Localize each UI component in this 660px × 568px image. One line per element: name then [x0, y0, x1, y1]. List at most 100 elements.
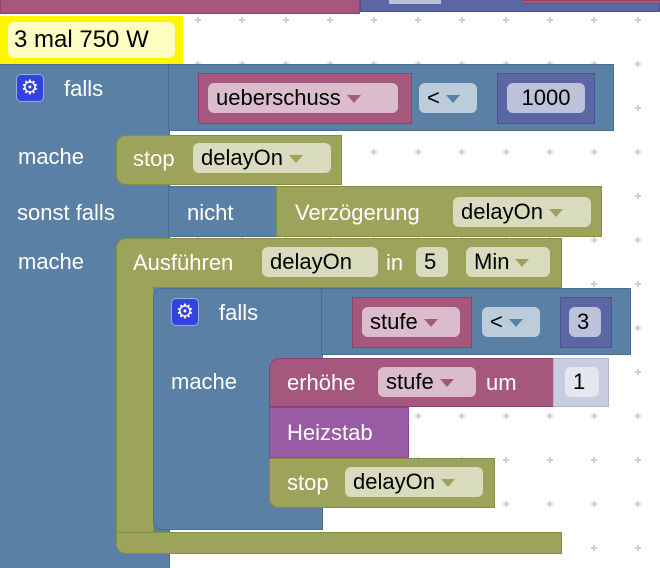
grid-dot [635, 17, 641, 23]
inner-mache-label: mache [171, 369, 238, 394]
grid-dot [371, 17, 377, 23]
grid-dot [503, 17, 509, 23]
chevron-down-icon [508, 319, 523, 328]
chevron-down-icon [515, 259, 530, 268]
grid-dot [591, 149, 597, 155]
grid-dot [239, 17, 245, 23]
in-label: in [386, 250, 404, 275]
grid-dot [635, 281, 641, 287]
nicht-label: nicht [187, 200, 234, 225]
inner-stop-timer-dropdown[interactable]: delayOn [345, 467, 483, 497]
grid-dot [459, 413, 465, 419]
partial-field-top [389, 0, 441, 4]
grid-dot [547, 149, 553, 155]
gear-icon[interactable]: ⚙ [171, 298, 199, 326]
comment-text[interactable]: 3 mal 750 W [8, 22, 175, 58]
amount-field[interactable]: 5 [416, 247, 448, 277]
grid-dot [635, 193, 641, 199]
grid-dot [547, 457, 553, 463]
grid-dot [635, 545, 641, 551]
timer-dropdown[interactable]: delayOn [193, 143, 331, 173]
grid-dot [635, 457, 641, 463]
partial-var-top [522, 0, 660, 4]
grid-dot [547, 501, 553, 507]
by-label: um [486, 370, 517, 395]
variable-dropdown-stufe[interactable]: stufe [362, 307, 460, 337]
grid-dot [459, 149, 465, 155]
grid-dot [371, 149, 377, 155]
stop-label: stop [133, 146, 175, 171]
grid-dot [635, 413, 641, 419]
operator-dropdown[interactable]: < [419, 83, 477, 113]
unit-dropdown[interactable]: Min [466, 247, 550, 277]
sonst-falls-label: sonst falls [17, 200, 115, 225]
variable-name: stufe [370, 309, 418, 334]
heizstab-label: Heizstab [287, 420, 373, 445]
grid-dot [635, 105, 641, 111]
execute-label: Ausführen [133, 250, 234, 275]
execute-block-footer [116, 532, 562, 554]
inner-stop-label: stop [287, 470, 329, 495]
mache-label: mache [18, 144, 85, 169]
grid-dot [415, 413, 421, 419]
grid-dot [591, 413, 597, 419]
grid-dot [591, 545, 597, 551]
variable-name: ueberschuss [216, 85, 341, 110]
grid-dot [415, 149, 421, 155]
number-field-1000[interactable]: 1000 [507, 83, 585, 113]
timer-name: delayOn [461, 199, 543, 224]
partial-block-top-left[interactable] [0, 0, 360, 14]
delay-label: Verzögerung [295, 200, 420, 225]
delay-timer-dropdown[interactable]: delayOn [453, 197, 591, 227]
grid-dot [547, 413, 553, 419]
chevron-down-icon [423, 319, 438, 328]
grid-dot [503, 501, 509, 507]
grid-dot [591, 281, 597, 287]
grid-dot [459, 17, 465, 23]
operator-symbol: < [427, 85, 440, 110]
number-field-1[interactable]: 1 [565, 367, 599, 397]
increment-label: erhöhe [287, 370, 356, 395]
grid-dot [591, 501, 597, 507]
grid-dot [547, 17, 553, 23]
falls-label: falls [64, 76, 104, 101]
inner-falls-label: falls [219, 300, 259, 325]
grid-dot [327, 17, 333, 23]
grid-dot [635, 149, 641, 155]
chevron-down-icon [288, 155, 303, 164]
inner-operator-dropdown[interactable]: < [482, 307, 540, 337]
not-block[interactable] [168, 186, 278, 237]
grid-dot [503, 149, 509, 155]
execute-block-spine [116, 286, 154, 534]
comment-bubble[interactable]: 3 mal 750 W [0, 16, 183, 66]
procedure-call-heizstab[interactable] [269, 407, 409, 458]
chevron-down-icon [445, 95, 460, 104]
variable-name: stufe [386, 369, 434, 394]
grid-dot [195, 17, 201, 23]
number-field-3[interactable]: 3 [569, 307, 601, 337]
chevron-down-icon [440, 479, 455, 488]
mache-label-2: mache [18, 249, 85, 274]
grid-dot [283, 17, 289, 23]
chevron-down-icon [439, 379, 454, 388]
grid-dot [503, 457, 509, 463]
timer-name: delayOn [353, 469, 435, 494]
operator-symbol: < [490, 309, 503, 334]
grid-dot [503, 413, 509, 419]
grid-dot [635, 61, 641, 67]
grid-dot [635, 369, 641, 375]
unit-name: Min [474, 249, 510, 274]
grid-dot [591, 457, 597, 463]
grid-dot [635, 237, 641, 243]
grid-dot [591, 237, 597, 243]
number-block-3[interactable] [560, 297, 612, 348]
chevron-down-icon [548, 209, 563, 218]
variable-dropdown-ueberschuss[interactable]: ueberschuss [208, 83, 398, 113]
grid-dot [635, 501, 641, 507]
gear-icon[interactable]: ⚙ [16, 74, 44, 102]
increment-variable-dropdown[interactable]: stufe [378, 367, 476, 397]
grid-dot [415, 17, 421, 23]
execute-timer-field[interactable]: delayOn [262, 247, 378, 277]
grid-dot [635, 325, 641, 331]
grid-dot [591, 17, 597, 23]
